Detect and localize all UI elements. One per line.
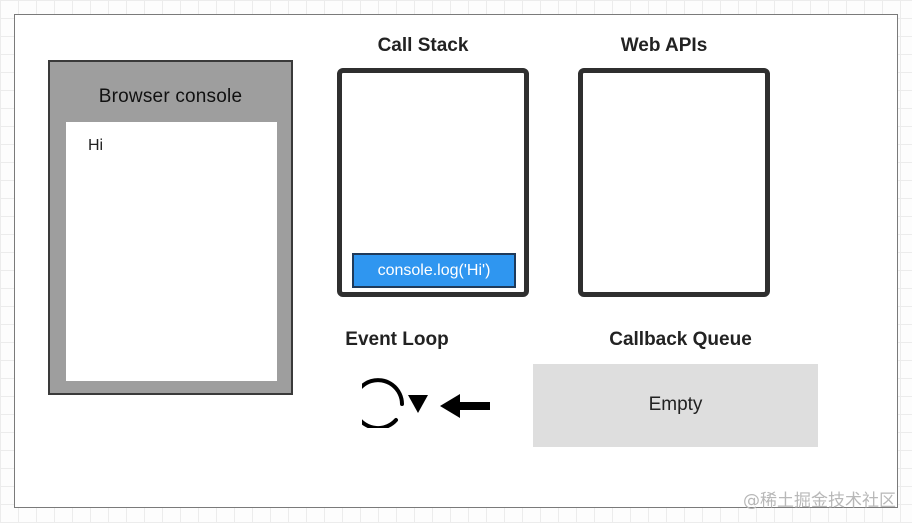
browser-console-panel: Browser console Hi — [48, 60, 293, 395]
call-stack-box: console.log('Hi') — [337, 68, 529, 297]
left-arrow-icon — [440, 394, 490, 418]
call-stack-title: Call Stack — [377, 35, 469, 56]
callback-queue-status: Empty — [648, 394, 703, 415]
callback-queue-title: Callback Queue — [609, 329, 752, 350]
console-output-area: Hi — [66, 122, 277, 381]
browser-console-title: Browser console — [98, 86, 243, 107]
callback-queue-box: Empty — [533, 364, 818, 447]
console-output-line: Hi — [88, 137, 104, 154]
web-apis-box — [578, 68, 770, 297]
event-loop-title: Event Loop — [345, 329, 449, 350]
web-apis-title: Web APIs — [620, 35, 708, 56]
stack-frame: console.log('Hi') — [352, 253, 516, 288]
circular-arrow-icon — [362, 378, 428, 428]
watermark: @稀土掘金技术社区 — [743, 491, 896, 511]
